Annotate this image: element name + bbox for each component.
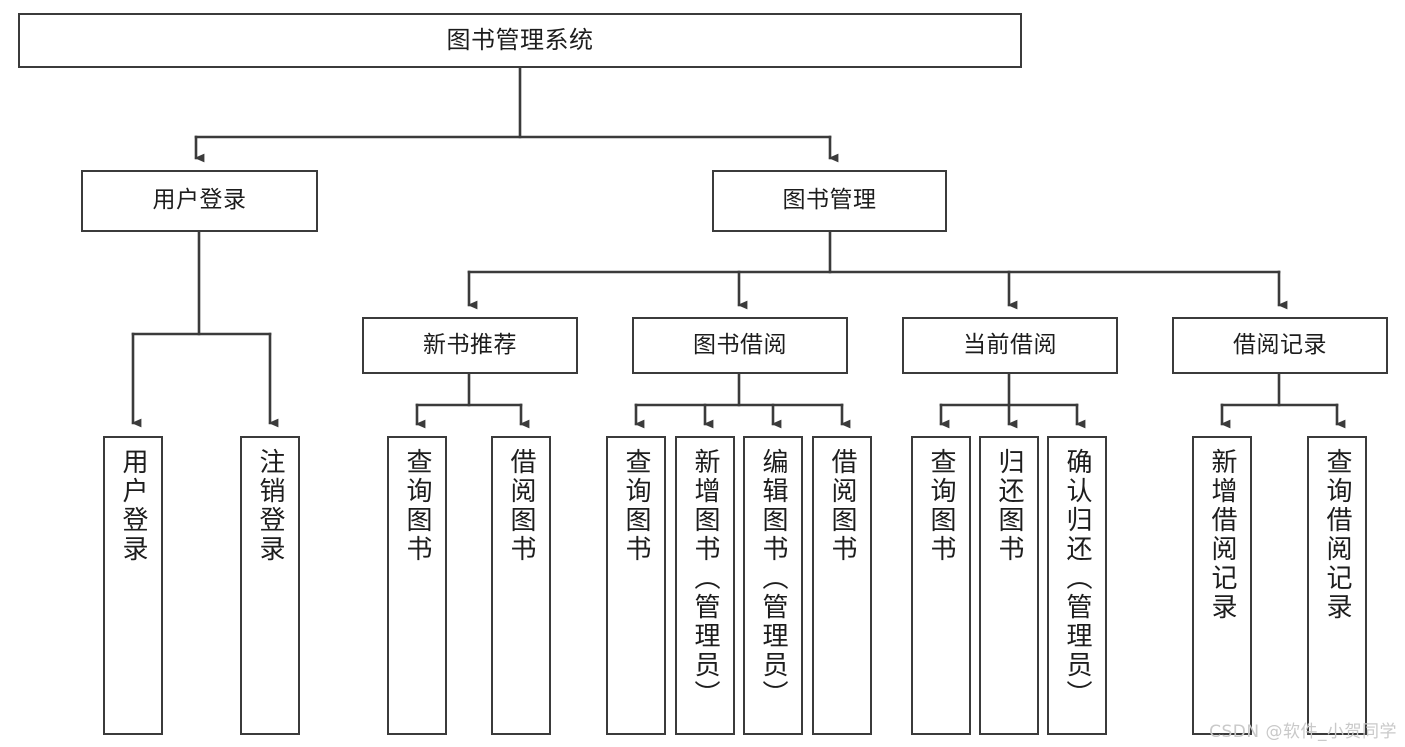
node-leaf-add-book[interactable]: 新增图书（管理员） xyxy=(675,436,735,735)
node-label: 图书管理系统 xyxy=(446,26,594,55)
node-label: 新增借阅记录 xyxy=(1207,448,1237,622)
watermark-text: CSDN @软件_小贺同学 xyxy=(1209,722,1397,742)
node-user-login[interactable]: 用户登录 xyxy=(81,170,318,232)
node-label: 用户登录 xyxy=(118,448,148,564)
node-label: 图书借阅 xyxy=(693,331,787,358)
node-leaf-borrow-book-2[interactable]: 借阅图书 xyxy=(812,436,872,735)
node-leaf-confirm-return[interactable]: 确认归还（管理员） xyxy=(1047,436,1107,735)
node-label: 确认归还（管理员） xyxy=(1062,448,1092,709)
node-label: 借阅图书 xyxy=(506,448,536,564)
node-leaf-query-book-3[interactable]: 查询图书 xyxy=(911,436,971,735)
node-leaf-add-record[interactable]: 新增借阅记录 xyxy=(1192,436,1252,735)
node-leaf-query-book-1[interactable]: 查询图书 xyxy=(387,436,447,735)
node-label: 图书管理 xyxy=(782,187,877,214)
node-leaf-borrow-book-1[interactable]: 借阅图书 xyxy=(491,436,551,735)
node-label: 查询借阅记录 xyxy=(1322,448,1352,622)
node-leaf-edit-book[interactable]: 编辑图书（管理员） xyxy=(743,436,803,735)
node-label: 新增图书（管理员） xyxy=(690,448,720,709)
node-leaf-query-book-2[interactable]: 查询图书 xyxy=(606,436,666,735)
node-label: 查询图书 xyxy=(926,448,956,564)
node-label: 当前借阅 xyxy=(963,331,1057,358)
node-new-book-recommend[interactable]: 新书推荐 xyxy=(362,317,578,374)
node-leaf-return-book[interactable]: 归还图书 xyxy=(979,436,1039,735)
node-book-manage[interactable]: 图书管理 xyxy=(712,170,947,232)
node-label: 借阅记录 xyxy=(1233,331,1327,358)
node-label: 编辑图书（管理员） xyxy=(758,448,788,709)
node-root-book-management-system[interactable]: 图书管理系统 xyxy=(18,13,1022,68)
node-label: 用户登录 xyxy=(152,187,247,214)
node-label: 查询图书 xyxy=(621,448,651,564)
node-borrow-record[interactable]: 借阅记录 xyxy=(1172,317,1388,374)
node-leaf-user-logout[interactable]: 注销登录 xyxy=(240,436,300,735)
node-label: 新书推荐 xyxy=(423,331,517,358)
node-label: 借阅图书 xyxy=(827,448,857,564)
node-book-borrow[interactable]: 图书借阅 xyxy=(632,317,848,374)
node-label: 注销登录 xyxy=(255,448,285,564)
node-label: 归还图书 xyxy=(994,448,1024,564)
node-label: 查询图书 xyxy=(402,448,432,564)
node-leaf-user-login[interactable]: 用户登录 xyxy=(103,436,163,735)
node-leaf-query-record[interactable]: 查询借阅记录 xyxy=(1307,436,1367,735)
node-current-borrow[interactable]: 当前借阅 xyxy=(902,317,1118,374)
